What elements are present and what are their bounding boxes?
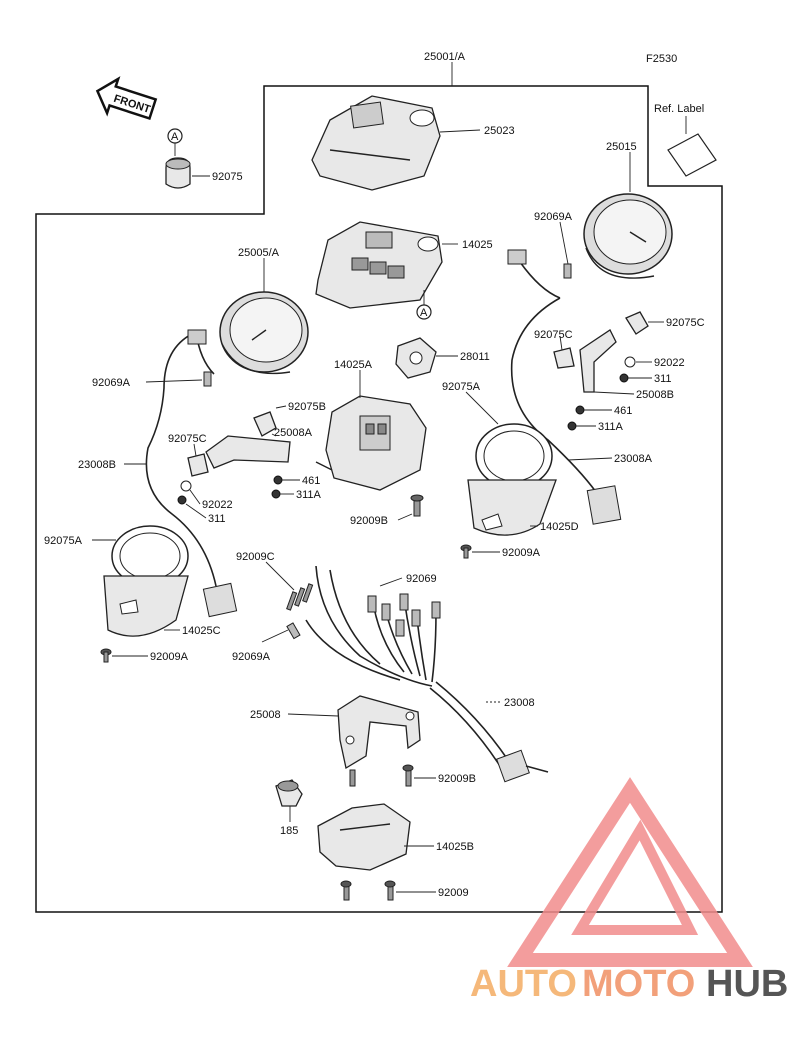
harness-23008B-icon — [145, 331, 217, 587]
part-25008B-bracket-icon — [579, 329, 617, 393]
svg-text:AUTO: AUTO — [470, 963, 577, 1005]
label-92009: 92009 — [438, 887, 469, 899]
label-185: 185 — [280, 825, 298, 837]
label-14025D: 14025D — [540, 521, 579, 533]
bulb-92069A-left-icon — [203, 371, 212, 387]
part-92075B-grommet-icon — [253, 411, 277, 437]
label-311A-right: 311A — [598, 421, 624, 433]
label-92009A-right: 92009A — [502, 547, 541, 559]
assembly-frame — [35, 85, 723, 913]
label-311A-left: 311A — [296, 489, 322, 501]
ref-label-sticker-icon — [667, 133, 717, 177]
figure-code: F2530 — [646, 53, 677, 65]
marker-a-top: A — [167, 128, 183, 156]
label-25023: 25023 — [484, 125, 515, 137]
svg-text:MOTO: MOTO — [582, 963, 695, 1005]
label-92075-top: 92075 — [212, 171, 243, 183]
watermark-logo-icon — [507, 777, 753, 967]
label-25005A: 25005/A — [238, 247, 280, 259]
label-92069A-left: 92069A — [92, 377, 131, 389]
part-28011-socket-icon — [395, 337, 437, 379]
part-92075C-right-icon — [625, 311, 649, 335]
nut-461-right-icon — [575, 405, 585, 415]
nut-311A-left-icon — [271, 489, 281, 499]
label-92069: 92069 — [406, 573, 437, 585]
label-92022-left: 92022 — [202, 499, 233, 511]
label-92009B-bottom: 92009B — [438, 773, 476, 785]
part-25005A-speedometer-icon — [219, 291, 309, 375]
front-arrow-icon: FRONT — [95, 76, 158, 121]
label-25015: 25015 — [606, 141, 637, 153]
label-461-right: 461 — [614, 405, 632, 417]
label-92009B-middle: 92009B — [350, 515, 388, 527]
washer-92022-left-icon — [180, 480, 192, 492]
part-25015-tachometer-icon — [583, 193, 673, 279]
label-25008A: 25008A — [274, 427, 313, 439]
bulbs-92069-icon — [367, 593, 441, 637]
label-23008: 23008 — [504, 697, 535, 709]
screws-92009C-icon — [286, 583, 314, 611]
washer-92022-right-icon — [624, 356, 636, 368]
label-92069A-middle: 92069A — [232, 651, 271, 663]
label-25008B: 25008B — [636, 389, 674, 401]
part-25008-bracket-icon — [337, 695, 421, 770]
part-92075-grommet-icon — [165, 157, 191, 189]
screw-92009A-left-icon — [100, 648, 112, 663]
part-92075A-right-ring-icon — [475, 423, 553, 489]
part-14025A-housing-icon — [315, 395, 427, 491]
part-14025C-cover-icon — [103, 575, 189, 637]
nut-461-left-icon — [273, 475, 283, 485]
label-311-left: 311 — [208, 513, 226, 525]
label-14025: 14025 — [462, 239, 493, 251]
label-92075C-left: 92075C — [168, 433, 207, 445]
nut-311-right-icon — [619, 373, 629, 383]
part-25008A-bracket-icon — [205, 435, 291, 469]
screws-92009-icon — [340, 880, 396, 901]
label-92075C-mid: 92075C — [534, 329, 573, 341]
screw-92009A-right-icon — [460, 544, 472, 559]
label-92075C-right: 92075C — [666, 317, 705, 329]
label-14025A: 14025A — [334, 359, 373, 371]
label-14025C: 14025C — [182, 625, 221, 637]
nut-311-left-icon — [177, 495, 187, 505]
label-92009C: 92009C — [236, 551, 275, 563]
label-92075A-left: 92075A — [44, 535, 83, 547]
label-25001A: 25001/A — [424, 51, 466, 63]
bulb-92069A-middle-icon — [286, 622, 301, 640]
svg-text:A: A — [420, 307, 428, 319]
part-14025-case-icon — [315, 221, 443, 309]
part-92075C-mid-icon — [553, 347, 575, 369]
label-25008: 25008 — [250, 709, 281, 721]
label-92075B: 92075B — [288, 401, 326, 413]
screw-92009B-bottom-icon — [349, 764, 414, 787]
ref-label-caption: Ref. Label — [654, 103, 704, 115]
label-92075A-right: 92075A — [442, 381, 481, 393]
label-92069A-right: 92069A — [534, 211, 573, 223]
label-28011: 28011 — [460, 351, 490, 363]
bulb-92069A-right-icon — [563, 263, 572, 279]
harness-23008A-icon — [510, 297, 597, 493]
label-23008B: 23008B — [78, 459, 116, 471]
label-92009A-left: 92009A — [150, 651, 189, 663]
part-92075C-left-icon — [187, 453, 209, 477]
label-92022-right: 92022 — [654, 357, 685, 369]
label-23008A: 23008A — [614, 453, 653, 465]
marker-a-mid: A — [416, 290, 432, 320]
screw-92009B-middle-icon — [410, 494, 424, 517]
svg-text:A: A — [171, 131, 179, 143]
label-14025B: 14025B — [436, 841, 474, 853]
watermark-brand: AUTO MOTO HUB — [470, 963, 788, 1005]
part-14025D-cover-icon — [467, 479, 557, 536]
part-25023-upper-cover-icon — [311, 95, 441, 191]
svg-text:HUB: HUB — [706, 963, 788, 1005]
label-461-left: 461 — [302, 475, 320, 487]
part-185-grommet-icon — [275, 779, 303, 807]
part-14025B-bottom-cover-icon — [317, 803, 411, 871]
label-311-right: 311 — [654, 373, 672, 385]
nut-311A-right-icon — [567, 421, 577, 431]
